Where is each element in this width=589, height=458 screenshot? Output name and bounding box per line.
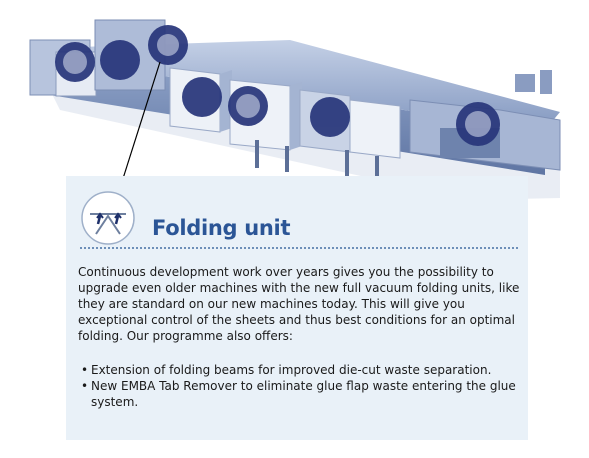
list-item-text: New EMBA Tab Remover to eliminate glue f… (91, 379, 516, 409)
callout-leader-line (119, 61, 161, 189)
title-divider (80, 247, 518, 249)
callout-circle-6 (310, 97, 350, 137)
callout-circle-4 (182, 77, 222, 117)
list-item-text: Extension of folding beams for improved … (91, 363, 492, 377)
bullet-icon: • (81, 379, 89, 393)
folding-unit-icon (81, 191, 135, 245)
offers-list: • Extension of folding beams for improve… (78, 362, 522, 410)
callout-circle-2 (100, 40, 140, 80)
panel-title: Folding unit (152, 216, 291, 240)
info-panel: Folding unit Continuous development work… (66, 176, 528, 440)
bullet-icon: • (81, 363, 89, 377)
panel-description: Continuous development work over years g… (78, 265, 520, 343)
cabinet-3 (349, 99, 401, 159)
list-item: • New EMBA Tab Remover to eliminate glue… (78, 378, 522, 410)
list-item: • Extension of folding beams for improve… (78, 362, 522, 378)
machine-illustration (29, 19, 561, 200)
